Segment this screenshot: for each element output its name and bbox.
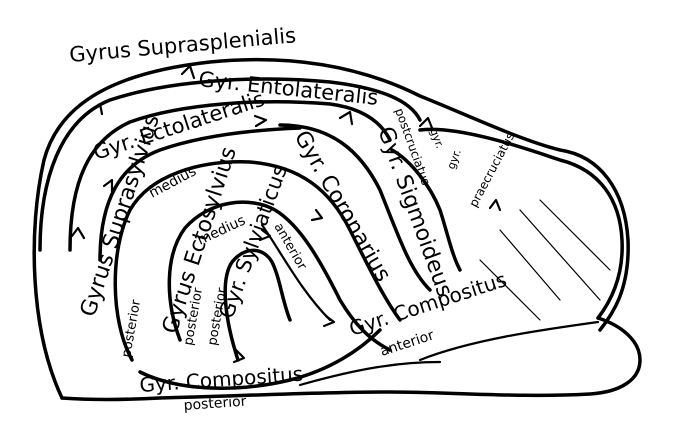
sulcus-lateralis bbox=[98, 126, 302, 262]
sulcus-sylvius-anterior bbox=[260, 223, 332, 322]
brain-outline bbox=[32, 57, 630, 400]
arrow-6 bbox=[70, 226, 86, 240]
sulcus-suprasylvius bbox=[113, 160, 402, 362]
arrow-10 bbox=[322, 314, 336, 328]
label-compositus-anterior-sub: anterior bbox=[378, 327, 436, 359]
sulcus-suprasplenialis bbox=[38, 77, 422, 252]
arrow-8 bbox=[232, 348, 246, 364]
brainstem-lower bbox=[298, 360, 442, 387]
sulcus-cruciatus bbox=[390, 148, 462, 272]
arrow-4 bbox=[418, 116, 434, 130]
sulcus-entolateralis bbox=[68, 100, 392, 252]
label-suprasylvius-medius: medius bbox=[146, 163, 199, 201]
brainstem-inner bbox=[418, 320, 600, 362]
arrow-1 bbox=[90, 102, 104, 116]
brainstem-outline bbox=[60, 316, 642, 402]
label-compositus-posterior-sub: posterior bbox=[183, 394, 247, 414]
arrow-2 bbox=[253, 114, 268, 128]
arrow-11 bbox=[488, 198, 502, 212]
arrow-7 bbox=[102, 178, 114, 194]
frontal-lobe-outline bbox=[418, 127, 624, 320]
frontal-hatch bbox=[479, 199, 611, 321]
sulcus-ectosylvius bbox=[167, 200, 392, 352]
sulcus-coronalis bbox=[278, 123, 432, 292]
arrow-5 bbox=[180, 64, 196, 80]
label-praecruciatus-1: gyr. bbox=[445, 147, 464, 171]
arrow-3 bbox=[338, 110, 354, 126]
arrow-12 bbox=[310, 208, 324, 222]
sulcus-compositus bbox=[138, 328, 382, 390]
label-praecruciatus-2: praecruciatus bbox=[466, 130, 517, 209]
label-compositus-posterior: Gyr. Compositus bbox=[139, 362, 304, 397]
label-suprasylvius-posterior: posterior bbox=[119, 298, 144, 359]
arrow-9 bbox=[258, 228, 272, 242]
sulcus-sylvius bbox=[223, 248, 292, 362]
